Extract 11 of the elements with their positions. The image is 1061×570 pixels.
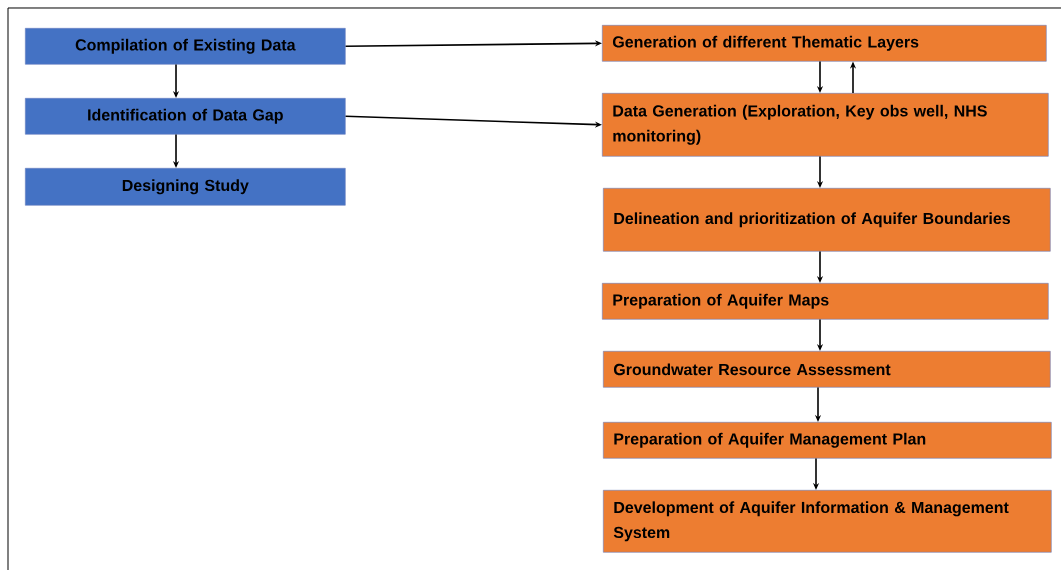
arrow bbox=[344, 40, 602, 48]
process-box: Preparation of Aquifer Management Plan bbox=[603, 422, 1052, 459]
process-box: Designing Study bbox=[25, 168, 346, 206]
process-box: Generation of different Thematic Layers bbox=[602, 25, 1047, 62]
process-box: Delineation and prioritization of Aquifer Boundaries bbox=[603, 188, 1051, 252]
process-box: Development of Aquifer Information & Management System bbox=[603, 490, 1052, 553]
process-box: Data Generation (Exploration, Key obs well, NHS monitoring) bbox=[602, 93, 1049, 157]
process-box: Compilation of Existing Data bbox=[25, 28, 346, 65]
process-box: Identification of Data Gap bbox=[25, 98, 346, 135]
process-box: Groundwater Resource Assessment bbox=[603, 351, 1051, 388]
process-box: Preparation of Aquifer Maps bbox=[602, 283, 1049, 320]
